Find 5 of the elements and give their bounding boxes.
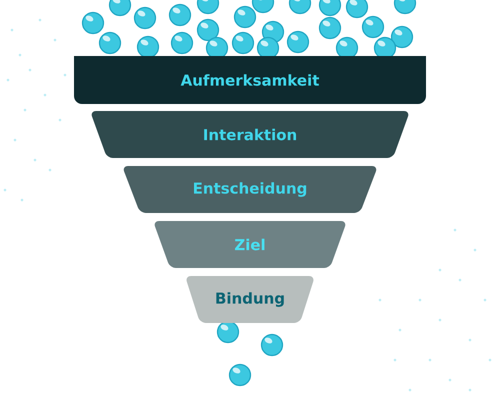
funnel-band: Ziel — [154, 221, 346, 268]
funnel-band: Entscheidung — [124, 166, 376, 213]
funnel-band: Aufmerksamkeit — [74, 56, 426, 104]
funnel-band: Interaktion — [92, 111, 408, 158]
funnel-band: Bindung — [186, 276, 314, 323]
